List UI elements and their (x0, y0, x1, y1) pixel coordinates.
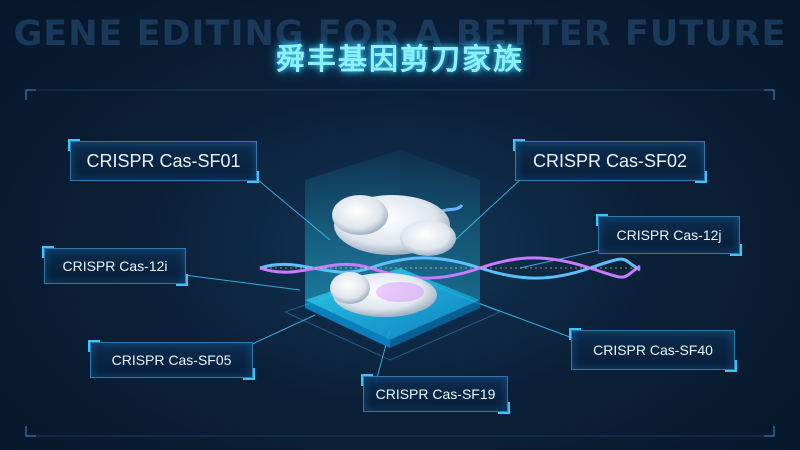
dna-double-helix (259, 203, 641, 280)
protein-complex (330, 195, 456, 317)
glowing-platform (283, 150, 502, 361)
label-cas-sf02: CRISPR Cas-SF02 (513, 139, 707, 183)
label-cas-sf05: CRISPR Cas-SF05 (88, 340, 255, 380)
page-title: 舜丰基因剪刀家族 (275, 42, 524, 76)
label-cas-12i: CRISPR Cas-12i (42, 246, 188, 286)
label-cas-sf40: CRISPR Cas-SF40 (569, 328, 737, 372)
label-cas-sf19: CRISPR Cas-SF19 (361, 374, 510, 414)
label-cas-12j: CRISPR Cas-12j (596, 214, 742, 256)
label-cas-sf01: CRISPR Cas-SF01 (68, 139, 259, 183)
frame-corners (25, 89, 775, 437)
background-slogan: GENE EDITING FOR A BETTER FUTURE (13, 14, 787, 54)
